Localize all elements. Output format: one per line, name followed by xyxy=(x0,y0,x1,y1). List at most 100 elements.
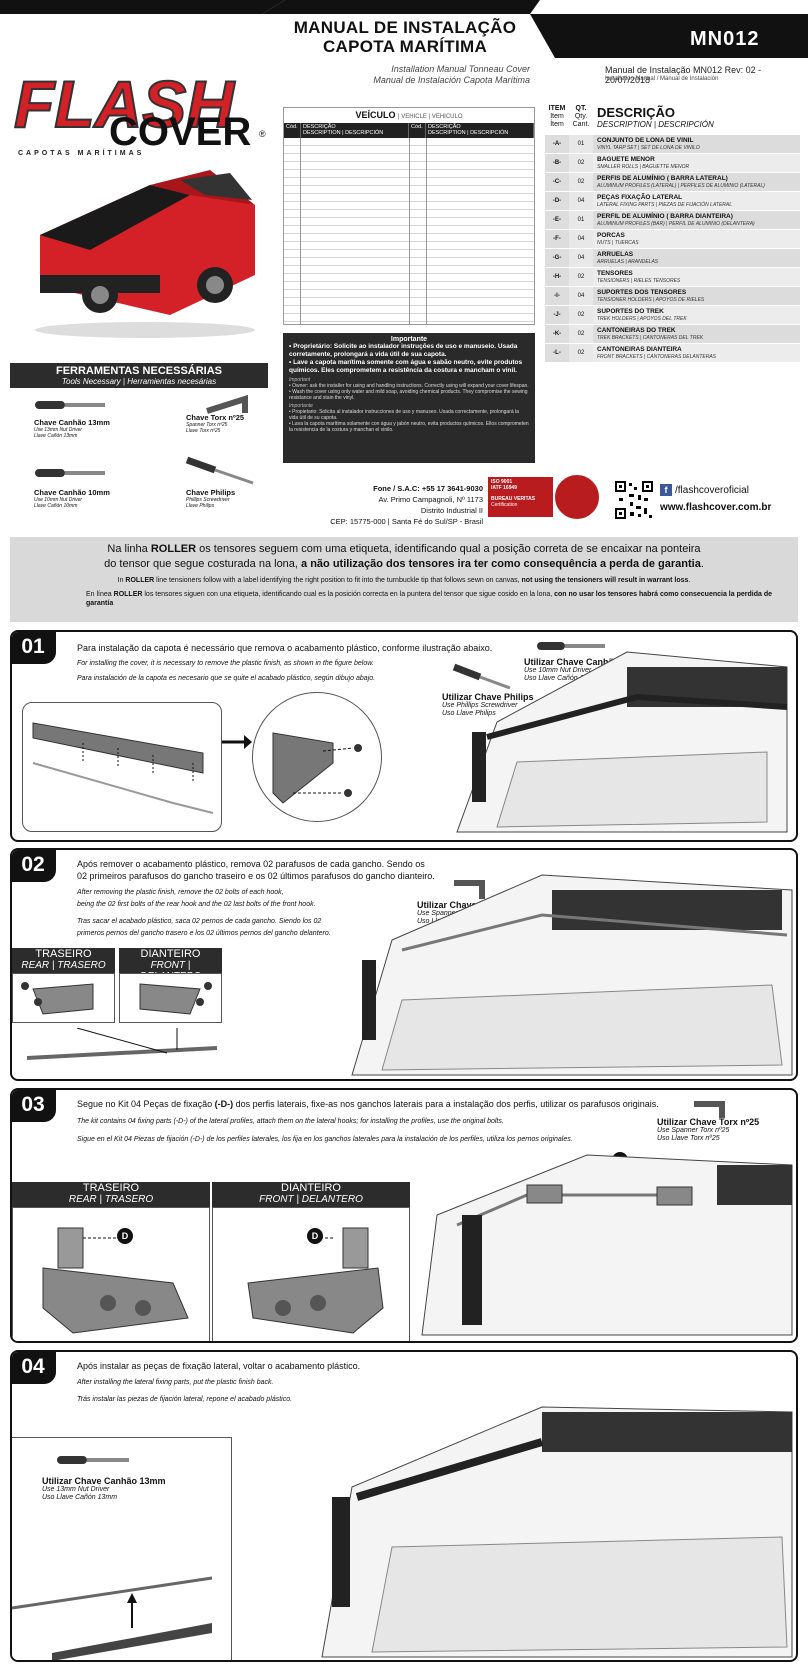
nut-driver-13-icon xyxy=(35,401,105,409)
step-01: 01 Para instalação da capota é necessári… xyxy=(10,630,798,842)
roller-notice: Na linha ROLLER os tensores seguem com u… xyxy=(10,537,798,622)
step-01-zoom-circle xyxy=(252,692,382,822)
item-qty: 04 xyxy=(569,287,593,305)
torx-key-icon xyxy=(694,1101,725,1118)
notice-es: En línea ROLLER los tensores siguen con … xyxy=(86,591,772,607)
tools-header: FERRAMENTAS NECESSÁRIAS Tools Necessary … xyxy=(10,363,268,388)
logo-tagline: CAPOTAS MARÍTIMAS xyxy=(18,150,145,157)
item-qty: 02 xyxy=(569,306,593,324)
important-en-1: • Owner: ask the installer for using and… xyxy=(289,383,529,389)
marker-d-front: D xyxy=(307,1228,323,1244)
item-code: -C- xyxy=(545,173,569,191)
item-code: -A- xyxy=(545,135,569,153)
vehicle-label: VEÍCULO xyxy=(355,110,396,120)
item-name: PEÇAS FIXAÇÃO LATERAL xyxy=(597,194,683,201)
item-sub: TREK HOLDERS | APOYOS DEL TREK xyxy=(597,316,687,322)
nut-driver-icon xyxy=(57,1456,129,1464)
facebook-icon: f xyxy=(660,484,672,496)
important-title: Importante xyxy=(390,336,428,343)
step-02-text: Após remover o acabamento plástico, remo… xyxy=(77,859,435,937)
step-number: 03 xyxy=(12,1090,56,1122)
item-name: CONJUNTO DE LONA DE VINIL xyxy=(597,137,694,144)
tools-subtitle: Tools Necessary | Herramientas necesária… xyxy=(61,377,217,386)
item-desc: PERFIL DE ALUMÍNIO ( BARRA DIANTEIRA)ALU… xyxy=(593,211,800,229)
step-01-text: Para instalação da capota é necessário q… xyxy=(77,643,493,682)
item-code: -D- xyxy=(545,192,569,210)
contact-address-2: Distrito Industrial II xyxy=(420,506,483,515)
step-04: 04 Após instalar as peças de fixação lat… xyxy=(10,1350,798,1662)
item-qty: 02 xyxy=(569,173,593,191)
item-sub: TREK BRACKETS | CANTONERAS DEL TREK xyxy=(597,335,704,341)
logo-word-flash: FLASH xyxy=(14,67,235,141)
bed-rail-illustration xyxy=(27,1028,218,1060)
marker-d-rear: D xyxy=(117,1228,133,1244)
contact-address-3: CEP: 15775-000 | Santa Fé do Sul/SP - Br… xyxy=(330,517,483,526)
truck-bed-illustration xyxy=(456,651,788,833)
item-code: -I- xyxy=(545,287,569,305)
important-pt-2: • Lave a capota marítima somente com águ… xyxy=(289,359,523,374)
phillips-icon xyxy=(452,663,511,690)
item-code: -J- xyxy=(545,306,569,324)
item-sub: SMALLER ROLLS | BAGUETTE MENOR xyxy=(597,164,690,170)
revision-sub: Installation Manual / Manual de Instalac… xyxy=(605,76,719,82)
item-name: TENSORES xyxy=(597,270,633,277)
notice-en: In ROLLER line tensioners follow with a … xyxy=(117,577,691,584)
important-en-label: Important xyxy=(289,377,311,383)
item-qty: 02 xyxy=(569,325,593,343)
col-cod-right: Cód. xyxy=(409,123,426,138)
vehicle-label-sub: | VEHICLE | VEHICULO xyxy=(398,114,463,120)
step-number: 02 xyxy=(12,850,56,882)
step-number: 01 xyxy=(12,632,56,664)
item-qty: 02 xyxy=(569,344,593,362)
facebook-link[interactable]: f/flashcoveroficial xyxy=(660,484,749,496)
subtitle-en: Installation Manual Tonneau Cover xyxy=(391,64,530,74)
step-04-text: Após instalar as peças de fixação latera… xyxy=(77,1361,361,1403)
front-hook-diagram xyxy=(139,982,212,1015)
item-desc: PERFIS DE ALUMÍNIO ( BARRA LATERAL)ALUMI… xyxy=(593,173,800,191)
item-code: -B- xyxy=(545,154,569,172)
qr-code-icon[interactable] xyxy=(614,480,654,520)
important-box: Importante • Proprietário: Solicite ao i… xyxy=(283,333,535,463)
item-sub: NUTS | TUERCAS xyxy=(597,240,639,246)
step-03-rear-panel xyxy=(12,1207,210,1341)
item-name: SUPORTES DOS TENSORES xyxy=(597,289,687,296)
bureau-veritas-seal-icon xyxy=(553,473,601,521)
item-qty: 01 xyxy=(569,211,593,229)
item-code: -H- xyxy=(545,268,569,286)
nut-driver-10-icon xyxy=(35,469,105,477)
manual-code: MN012 xyxy=(690,28,760,50)
item-name: ARRUELAS xyxy=(597,251,634,258)
vehicle-table-title: VEÍCULO | VEHICLE | VEHICULO xyxy=(284,108,534,123)
website-link[interactable]: www.flashcover.com.br xyxy=(660,502,772,513)
item-sub: FRONT BRACKETS | CANTONERAS DELANTERAS xyxy=(597,354,717,360)
item-sub: ALUMINUM PROFILES (LATERAL) | PERFILES D… xyxy=(597,183,765,189)
important-en-2: • Wash the cover using only water and mi… xyxy=(289,389,528,401)
